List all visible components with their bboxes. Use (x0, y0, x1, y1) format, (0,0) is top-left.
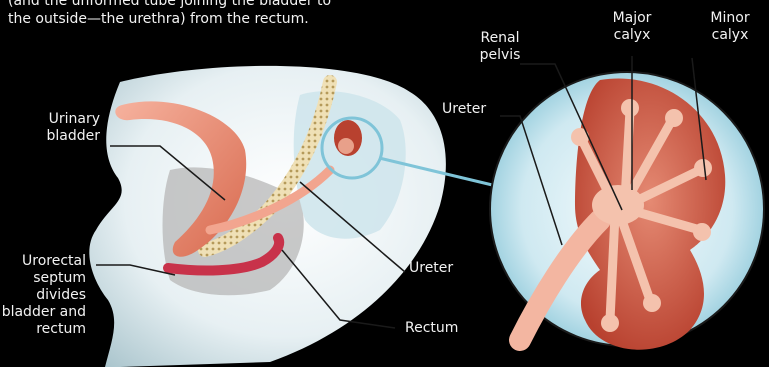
label-major-calyx-line-2: calyx (600, 27, 664, 44)
label-urorectal-line-3: divides (0, 287, 86, 304)
label-urinary-bladder-line-2: bladder (40, 128, 100, 145)
label-urorectal-line-1: Urorectal (0, 253, 86, 270)
label-rectum: Rectum (405, 320, 458, 337)
label-major-calyx-line-1: Major (600, 10, 664, 27)
label-ureter-right: Ureter (442, 101, 486, 118)
label-renal-pelvis: Renal pelvis (470, 30, 530, 64)
label-renal-pelvis-line-1: Renal (470, 30, 530, 47)
label-ureter-left: Ureter (409, 260, 453, 277)
label-urinary-bladder: Urinary bladder (40, 111, 100, 145)
label-urorectal-line-4: bladder and (0, 304, 86, 321)
label-major-calyx: Major calyx (600, 10, 664, 44)
label-urinary-bladder-line-1: Urinary (40, 111, 100, 128)
metanephric-region (294, 91, 406, 239)
label-minor-calyx-line-1: Minor (700, 10, 760, 27)
label-renal-pelvis-line-2: pelvis (470, 47, 530, 64)
small-kidney (334, 120, 362, 156)
label-minor-calyx: Minor calyx (700, 10, 760, 44)
label-urorectal-line-5: rectum (0, 321, 86, 338)
label-urorectal-line-2: septum (0, 270, 86, 287)
label-minor-calyx-line-2: calyx (700, 27, 760, 44)
label-urorectal-septum: Urorectal septum divides bladder and rec… (0, 253, 86, 338)
